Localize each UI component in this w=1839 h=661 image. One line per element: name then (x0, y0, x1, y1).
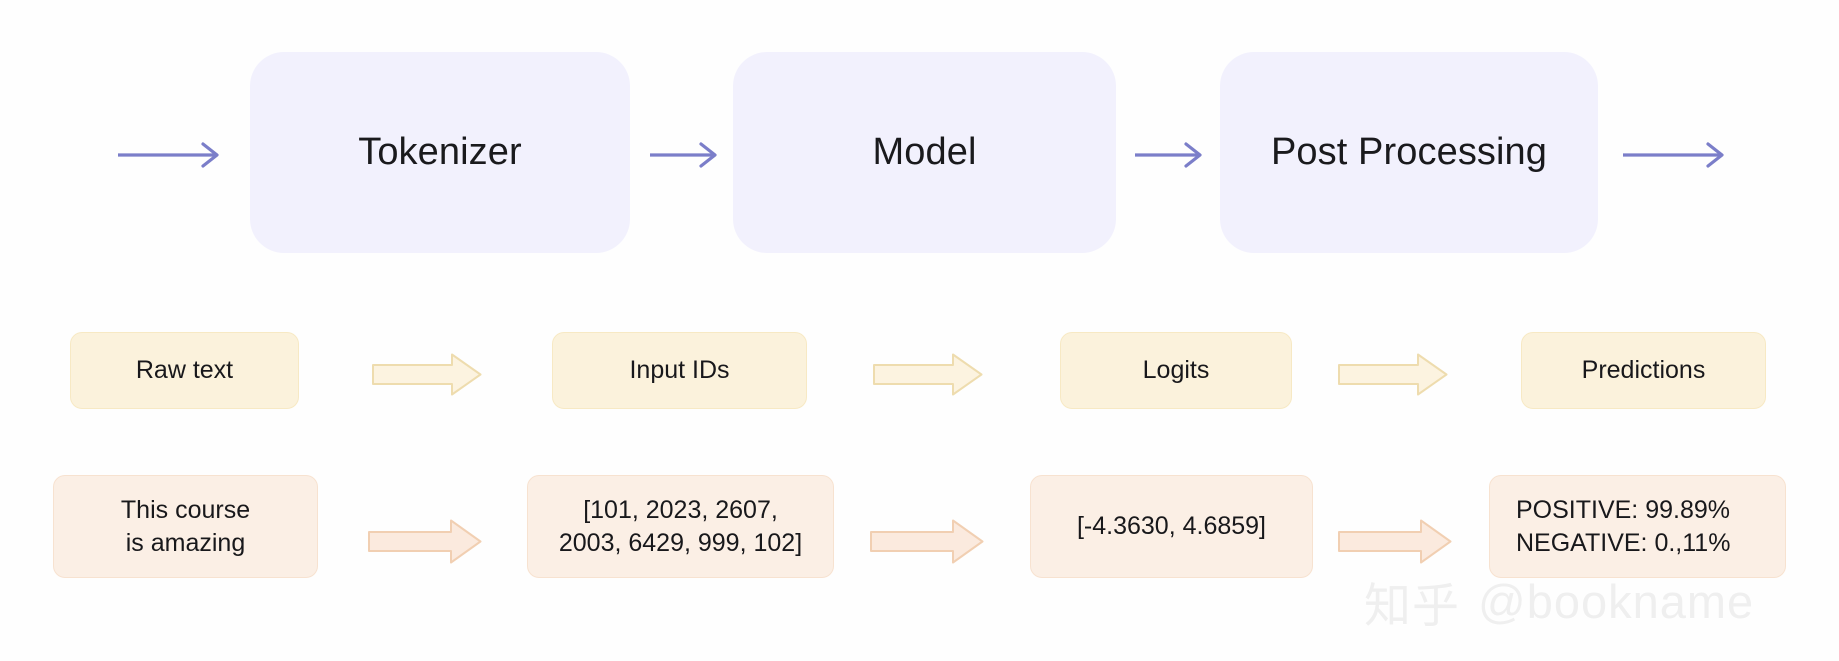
data-value-input-ids-text: [101, 2023, 2607, 2003, 6429, 999, 102] (558, 495, 803, 557)
data-label-raw-text-text: Raw text (135, 356, 234, 384)
stage-post-processing[interactable]: Post Processing (1220, 52, 1598, 253)
arrow-ids-to-logits-values-icon (870, 519, 984, 564)
stage-post-processing-label: Post Processing (1270, 131, 1548, 174)
data-label-predictions[interactable]: Predictions (1521, 332, 1766, 409)
arrow-text-to-ids-icon (368, 519, 482, 564)
watermark-handle: @bookname (1478, 575, 1755, 628)
stage-tokenizer[interactable]: Tokenizer (250, 52, 630, 253)
watermark-logo: 知乎 (1364, 579, 1460, 634)
data-value-raw-text-text: This course is amazing (120, 495, 251, 557)
arrow-input-ids-to-logits-icon (873, 353, 983, 396)
data-label-logits[interactable]: Logits (1060, 332, 1292, 409)
data-label-input-ids[interactable]: Input IDs (552, 332, 807, 409)
data-value-logits[interactable]: [-4.3630, 4.6859] (1030, 475, 1313, 578)
stage-model-label: Model (872, 131, 977, 174)
arrow-logits-to-predictions-values-icon (1338, 519, 1452, 564)
arrow-model-to-post-processing-icon (1135, 135, 1209, 175)
data-label-logits-text: Logits (1142, 356, 1210, 384)
data-label-predictions-text: Predictions (1581, 356, 1706, 384)
stage-model[interactable]: Model (733, 52, 1116, 253)
data-label-input-ids-text: Input IDs (629, 356, 730, 384)
data-value-raw-text[interactable]: This course is amazing (53, 475, 318, 578)
data-label-raw-text[interactable]: Raw text (70, 332, 299, 409)
data-value-predictions-text: POSITIVE: 99.89% NEGATIVE: 0.,11% (1516, 495, 1731, 557)
arrow-into-tokenizer-icon (118, 135, 226, 175)
arrow-tokenizer-to-model-icon (650, 135, 724, 175)
data-value-predictions[interactable]: POSITIVE: 99.89% NEGATIVE: 0.,11% (1489, 475, 1786, 578)
arrow-raw-text-to-input-ids-icon (372, 353, 482, 396)
arrow-out-of-post-processing-icon (1623, 135, 1731, 175)
arrow-logits-to-predictions-icon (1338, 353, 1448, 396)
stage-tokenizer-label: Tokenizer (358, 131, 522, 174)
data-value-logits-text: [-4.3630, 4.6859] (1076, 512, 1267, 540)
data-value-input-ids[interactable]: [101, 2023, 2607, 2003, 6429, 999, 102] (527, 475, 834, 578)
